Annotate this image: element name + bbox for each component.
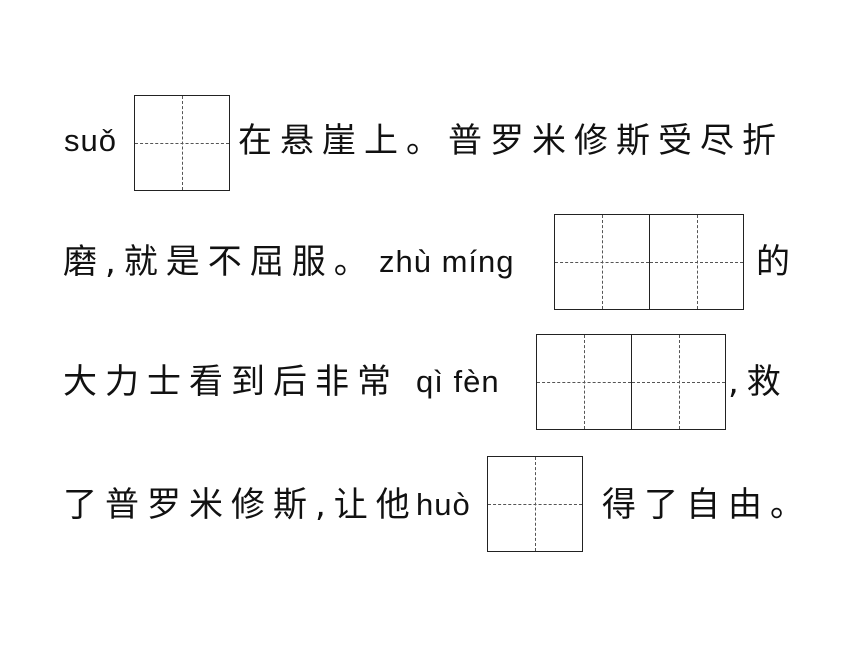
text-before-huo: 了普罗米修斯,让他	[63, 485, 418, 525]
answer-box-zhuming[interactable]	[554, 214, 744, 310]
tianzige-cell[interactable]	[488, 457, 582, 551]
text-line-2: 磨,就是不屈服。 zhù míng 的	[0, 213, 860, 313]
answer-box-huo[interactable]	[487, 456, 583, 552]
text-before-zhuming: 磨,就是不屈服。	[63, 242, 376, 282]
pinyin-zhuming: zhù míng	[379, 244, 515, 279]
tianzige-cell[interactable]	[537, 335, 631, 429]
tianzige-cell[interactable]	[649, 215, 743, 309]
text-after-zhuming: 的	[756, 242, 798, 282]
text-line-3: 大力士看到后非常 qì fèn ,救	[0, 333, 860, 433]
tianzige-cell[interactable]	[631, 335, 725, 429]
text-line-4: 了普罗米修斯,让他 huò 得了自由。	[0, 456, 860, 556]
tianzige-cell[interactable]	[135, 96, 229, 190]
answer-box-qifen[interactable]	[536, 334, 726, 430]
answer-box-suo[interactable]	[134, 95, 230, 191]
text-after-suo: 在悬崖上。普罗米修斯受尽折	[238, 121, 784, 161]
pinyin-suo: suǒ	[64, 123, 117, 158]
tianzige-cell[interactable]	[555, 215, 649, 309]
text-line-1: suǒ 在悬崖上。普罗米修斯受尽折	[0, 93, 860, 193]
text-before-qifen: 大力士看到后非常	[63, 362, 399, 402]
pinyin-huo: huò	[416, 487, 471, 522]
text-after-qifen: ,救	[728, 362, 789, 402]
text-after-huo: 得了自由。	[602, 485, 812, 525]
pinyin-qifen: qì fèn	[416, 364, 500, 399]
